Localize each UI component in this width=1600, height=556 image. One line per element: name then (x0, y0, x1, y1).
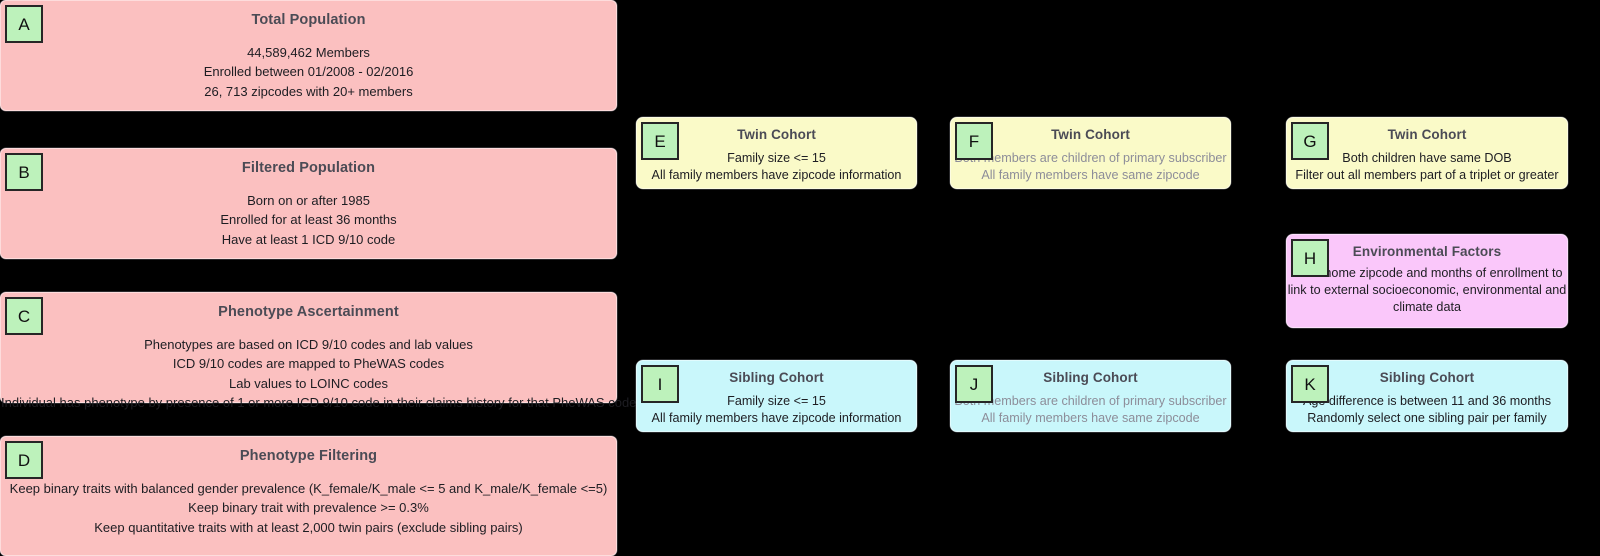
panel-e-twin-cohort: E Twin Cohort Family size <= 15 All fami… (636, 117, 917, 189)
panel-title-f: Twin Cohort (1051, 127, 1130, 142)
panel-body-line: Lab values to LOINC codes (229, 375, 388, 391)
panel-badge-h: H (1291, 239, 1329, 277)
panel-d-phenotype-filtering: D Phenotype Filtering Keep binary traits… (0, 436, 617, 556)
panel-badge-e: E (641, 122, 679, 160)
panel-body-line: Filter out all members part of a triplet… (1295, 167, 1559, 182)
panel-title-h: Environmental Factors (1352, 244, 1502, 259)
panel-badge-f: F (955, 122, 993, 160)
panel-body-g: Both children have same DOB Filter out a… (1287, 143, 1567, 184)
panel-body-j: Both members are children of primary sub… (951, 386, 1230, 427)
panel-body-line: All family members have same zipcode (981, 410, 1200, 425)
panel-body-line: Family size <= 15 (727, 150, 826, 165)
panel-body-line: Used home zipcode and months of enrollme… (1287, 265, 1567, 314)
panel-body-line: Both members are children of primary sub… (954, 393, 1227, 408)
panel-b-filtered-population: B Filtered Population Born on or after 1… (0, 148, 617, 259)
panel-f-twin-cohort: F Twin Cohort Both members are children … (950, 117, 1231, 189)
panel-body-line: All family members have zipcode informat… (651, 167, 902, 182)
panel-body-d: Keep binary traits with balanced gender … (1, 465, 616, 538)
panel-title-i: Sibling Cohort (729, 370, 824, 385)
panel-body-line: All family members have zipcode informat… (651, 410, 902, 425)
panel-h-environmental-factors: H Environmental Factors Used home zipcod… (1286, 234, 1568, 328)
panel-body-line: Keep binary trait with prevalence >= 0.3… (188, 500, 429, 516)
panel-j-sibling-cohort: J Sibling Cohort Both members are childr… (950, 360, 1231, 432)
panel-body-line: Phenotypes are based on ICD 9/10 codes a… (144, 336, 473, 352)
panel-body-e: Family size <= 15 All family members hav… (637, 143, 916, 184)
panel-badge-b: B (5, 153, 43, 191)
panel-title-k: Sibling Cohort (1379, 370, 1475, 385)
panel-title-e: Twin Cohort (737, 127, 816, 142)
panel-g-twin-cohort: G Twin Cohort Both children have same DO… (1286, 117, 1568, 189)
panel-body-line: Both children have same DOB (1342, 150, 1512, 165)
panel-title-b: Filtered Population (241, 160, 376, 176)
panel-body-b: Born on or after 1985 Enrolled for at le… (1, 177, 616, 250)
panel-badge-i: I (641, 365, 679, 403)
panel-a-total-population: A Total Population 44,589,462 Members En… (0, 0, 617, 111)
panel-body-line: All family members have same zipcode (981, 167, 1200, 182)
panel-body-a: 44,589,462 Members Enrolled between 01/2… (1, 29, 616, 102)
panel-body-line: 44,589,462 Members (247, 44, 370, 60)
panel-body-f: Both members are children of primary sub… (951, 143, 1230, 184)
panel-badge-g: G (1291, 122, 1329, 160)
panel-body-line: Family size <= 15 (727, 393, 826, 408)
panel-badge-k: K (1291, 365, 1329, 403)
panel-title-g: Twin Cohort (1387, 127, 1467, 142)
panel-body-line: Age difference is between 11 and 36 mont… (1302, 393, 1552, 408)
panel-body-c: Phenotypes are based on ICD 9/10 codes a… (1, 321, 637, 413)
panel-body-i: Family size <= 15 All family members hav… (637, 386, 916, 427)
panel-body-line: Have at least 1 ICD 9/10 code (221, 231, 396, 247)
panel-body-line: Enrolled for at least 36 months (220, 212, 397, 228)
panel-title-a: Total Population (251, 12, 366, 28)
panel-body-h: Used home zipcode and months of enrollme… (1287, 260, 1567, 316)
panel-badge-c: C (5, 297, 43, 335)
panel-title-j: Sibling Cohort (1043, 370, 1138, 385)
panel-body-line: Both members are children of primary sub… (954, 150, 1227, 165)
panel-badge-a: A (5, 5, 43, 43)
panel-badge-d: D (5, 441, 43, 479)
panel-title-d: Phenotype Filtering (239, 448, 378, 464)
panel-title-c: Phenotype Ascertainment (218, 304, 399, 320)
panel-body-line: Enrolled between 01/2008 - 02/2016 (203, 64, 414, 80)
panel-body-line: Keep binary traits with balanced gender … (9, 480, 608, 496)
panel-k-sibling-cohort: K Sibling Cohort Age difference is betwe… (1286, 360, 1568, 432)
panel-c-phenotype-ascertainment: C Phenotype Ascertainment Phenotypes are… (0, 292, 636, 410)
panel-body-line: ICD 9/10 codes are mapped to PheWAS code… (172, 356, 445, 372)
panel-body-line: Born on or after 1985 (247, 192, 370, 208)
panel-body-k: Age difference is between 11 and 36 mont… (1287, 386, 1567, 427)
panel-body-line: Randomly select one sibling pair per fam… (1307, 410, 1547, 425)
panel-badge-j: J (955, 365, 993, 403)
panel-body-line: 26, 713 zipcodes with 20+ members (204, 83, 413, 99)
panel-body-line: Keep quantitative traits with at least 2… (94, 519, 523, 535)
panel-body-line: Individual has phenotype by presence of … (1, 395, 637, 411)
panel-i-sibling-cohort: I Sibling Cohort Family size <= 15 All f… (636, 360, 917, 432)
